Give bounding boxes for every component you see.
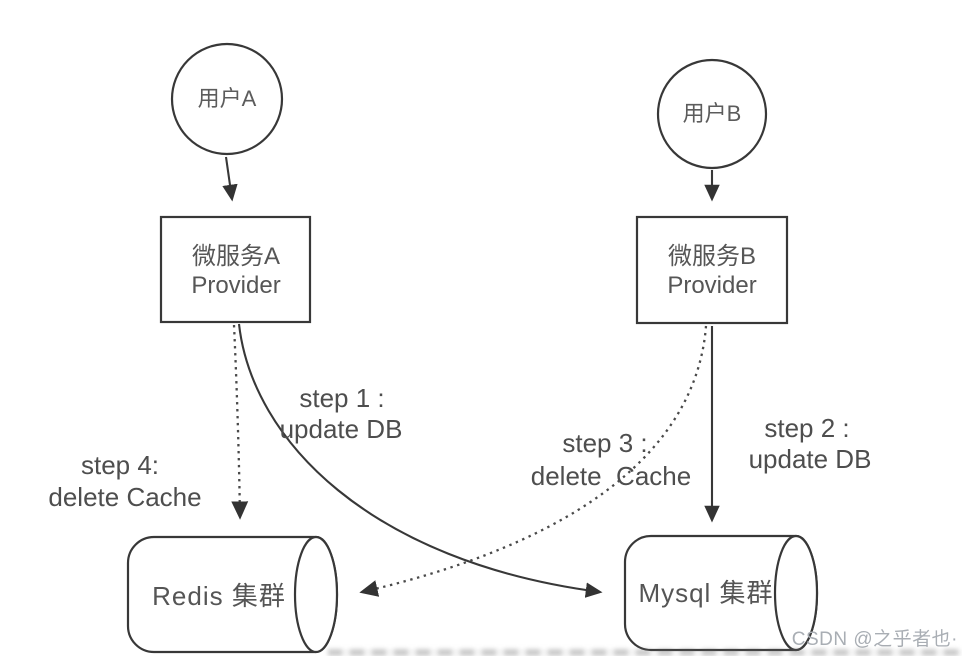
label-step1: step 1 : update DB xyxy=(280,383,403,444)
mysql-cylinder-cap xyxy=(773,534,819,652)
edge-step1-update-db xyxy=(237,323,603,598)
service-b-label-line1: 微服务B xyxy=(668,243,756,270)
step3-line1: step 3 : xyxy=(562,428,647,458)
user-b-circle xyxy=(656,58,768,170)
service-a-label-line2: Provider xyxy=(191,272,280,299)
user-a-label: 用户A xyxy=(198,86,257,111)
step2-line2: update DB xyxy=(749,444,872,474)
step3-line2: delete Cache xyxy=(531,461,691,491)
step1-line1: step 1 : xyxy=(299,383,384,413)
node-service-a: 微服务A Provider xyxy=(159,215,312,324)
redis-cylinder-cap xyxy=(293,535,339,654)
label-step4: step 4: delete Cache xyxy=(48,450,201,512)
user-b-label: 用户B xyxy=(683,101,742,126)
service-b-label-line2: Provider xyxy=(667,272,756,299)
redis-label: Redis 集群 xyxy=(152,581,286,611)
edge-user-a-to-service-a xyxy=(222,156,238,202)
label-step3: step 3 : delete Cache xyxy=(531,428,691,491)
service-b-box xyxy=(635,215,789,325)
edge-step4-delete-cache xyxy=(231,324,249,520)
node-user-b: 用户B xyxy=(656,58,768,170)
mysql-label: Mysql 集群 xyxy=(638,578,773,608)
service-a-label-line1: 微服务A xyxy=(192,243,280,270)
edge-step3-delete-cache xyxy=(359,325,708,597)
node-mysql-cluster: Mysql 集群 xyxy=(623,534,819,652)
label-step2: step 2 : update DB xyxy=(749,413,872,474)
step4-line2: delete Cache xyxy=(48,482,201,512)
node-redis-cluster: Redis 集群 xyxy=(126,535,339,654)
step1-line2: update DB xyxy=(280,414,403,444)
step2-line1: step 2 : xyxy=(764,413,849,443)
user-a-circle xyxy=(170,42,284,156)
csdn-watermark: CSDN @之乎者也· xyxy=(792,628,958,650)
node-user-a: 用户A xyxy=(170,42,284,156)
step4-line1: step 4: xyxy=(81,450,159,480)
service-a-box xyxy=(159,215,312,324)
node-service-b: 微服务B Provider xyxy=(635,215,789,325)
